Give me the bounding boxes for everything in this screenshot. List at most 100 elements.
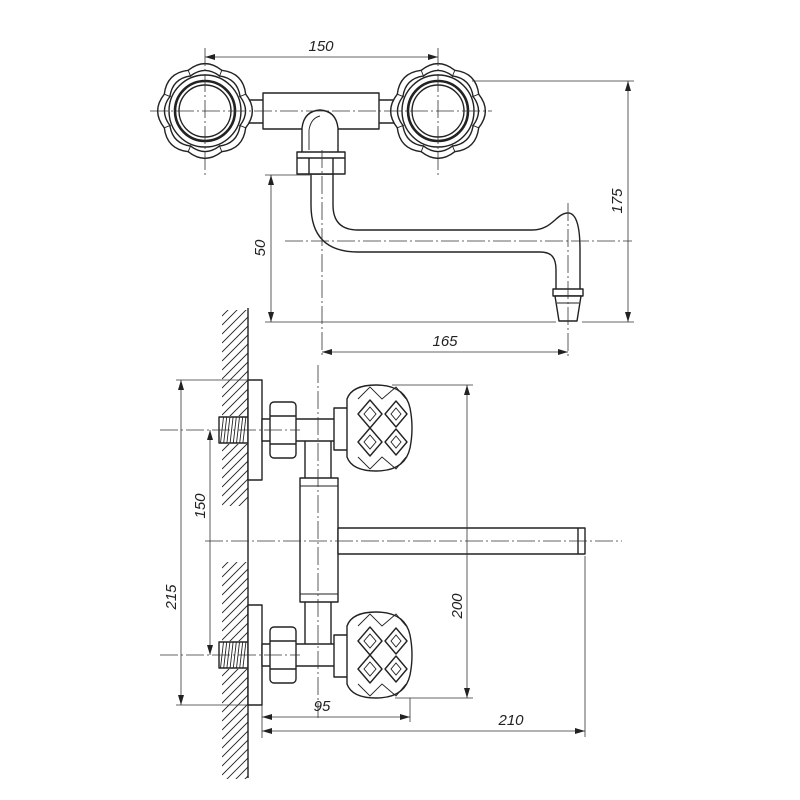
handle-facets xyxy=(164,70,246,152)
handle-crystal-inner xyxy=(363,406,377,422)
wall-hatch-line xyxy=(222,785,248,800)
wall-hatch-line xyxy=(222,613,248,641)
wall-hatch-line xyxy=(222,310,248,317)
wall-hatch-line xyxy=(222,703,248,731)
handle-crystal-inner xyxy=(390,435,402,449)
wall-hatch-line xyxy=(222,685,248,713)
spout-nut xyxy=(296,151,346,175)
handle-facet-line xyxy=(218,70,223,77)
wall-hatch-line xyxy=(222,712,248,740)
wall-hatch-line xyxy=(222,532,248,560)
handle-facet-line xyxy=(164,124,171,129)
handle-crystal-inner xyxy=(390,662,402,676)
handle-crystal-facet xyxy=(384,400,408,428)
handle-crystal-edge xyxy=(357,613,407,627)
wall-hatch-line xyxy=(222,568,248,596)
handle-crystal-inner xyxy=(390,407,402,421)
wall-hatch-line xyxy=(222,460,248,488)
wall-hatch-line xyxy=(222,523,248,551)
handle-crystal-inner xyxy=(363,661,377,677)
mixer-body-side xyxy=(299,477,339,603)
wall-hatch-line xyxy=(222,757,248,779)
wall-hatch-line xyxy=(222,586,248,614)
dim-label-handle-span: 200 xyxy=(449,593,466,620)
wall-hatch-line xyxy=(222,451,248,479)
front-view: 150 175 50 165 xyxy=(150,38,634,357)
wall-hatch-line xyxy=(222,577,248,605)
wall-hatch-line xyxy=(222,559,248,587)
handle-facet-line xyxy=(472,124,479,129)
handle-facet-line xyxy=(239,124,246,129)
handle-facet-line xyxy=(164,93,171,98)
handle-facet-line xyxy=(239,93,246,98)
dim-label-spout-reach: 165 xyxy=(432,333,458,350)
wall-hatching xyxy=(222,310,248,800)
handle-crystal-facet xyxy=(357,654,383,684)
handle-facet-line xyxy=(397,124,404,129)
handle-facet-line xyxy=(218,145,223,152)
spout-dome xyxy=(301,109,339,154)
wall-hatch-line xyxy=(222,343,248,371)
spout-dome-highlight xyxy=(308,115,321,150)
handle-facet-line xyxy=(472,93,479,98)
handle-crystal-facet xyxy=(384,428,408,456)
thread-line xyxy=(229,641,234,669)
wall-hatch-line xyxy=(222,739,248,767)
handle-outline xyxy=(346,384,413,472)
thread-line xyxy=(229,416,234,444)
dim-label-handle-projection: 95 xyxy=(314,698,331,715)
wall-hatch-line xyxy=(222,604,248,632)
handle-facet-line xyxy=(187,145,192,152)
handle-crystal-facet xyxy=(384,627,408,655)
handle-crystal-facet xyxy=(384,655,408,683)
dim-label-spout-projection: 210 xyxy=(497,712,524,729)
handle-facet-line xyxy=(420,145,425,152)
wall-hatch-line xyxy=(222,667,248,695)
wall-hatch-line xyxy=(222,469,248,497)
handle-facet-line xyxy=(451,145,456,152)
wall-hatch-line xyxy=(222,730,248,758)
handle-outline xyxy=(346,611,413,699)
handle-facets xyxy=(397,70,479,152)
handle-facet-line xyxy=(187,70,192,77)
wall-hatch-line xyxy=(222,748,248,776)
handle-crystal-edge xyxy=(357,386,407,400)
wall-hatch-line xyxy=(222,721,248,749)
wall-hatch-line xyxy=(222,514,248,542)
dim-label-inlet-spacing: 150 xyxy=(192,493,209,519)
handle-crystal-facet xyxy=(357,427,383,457)
wall-hatch-line xyxy=(222,694,248,722)
wall-hatch-line xyxy=(222,505,248,533)
wall-hatch-line xyxy=(222,325,248,353)
dim-label-total-height: 175 xyxy=(609,188,626,214)
swivel-spout xyxy=(310,173,581,291)
side-view: 215 150 200 95 210 xyxy=(160,308,622,800)
wall-hatch-line xyxy=(222,334,248,362)
dim-label-spout-drop: 50 xyxy=(252,239,269,256)
wall-hatch-line xyxy=(222,310,248,326)
wall-hatch-line xyxy=(222,676,248,704)
handle-facet-line xyxy=(420,70,425,77)
handle-crystal-edge xyxy=(357,683,407,697)
handle-crystal-inner xyxy=(390,634,402,648)
handle-side-bottom xyxy=(346,611,413,699)
wall-hatch-line xyxy=(222,388,248,416)
handle-crystal-inner xyxy=(363,434,377,450)
handle-side-top xyxy=(346,384,413,472)
wall-hatch-line xyxy=(222,595,248,623)
handle-crystal-inner xyxy=(363,633,377,649)
handle-facet-line xyxy=(397,93,404,98)
dim-label-flange-span: 215 xyxy=(163,584,180,611)
wall-hatch-line xyxy=(222,478,248,506)
wall-hatch-line xyxy=(222,310,248,335)
wall-hatch-line xyxy=(222,370,248,398)
wall-hatch-line xyxy=(222,775,248,779)
dim-label-handle-spacing: 150 xyxy=(308,38,334,55)
wall-hatch-line xyxy=(222,766,248,779)
handle-facet-line xyxy=(451,70,456,77)
wall-hatch-line xyxy=(222,442,248,470)
wall-hatch-line xyxy=(222,379,248,407)
wall-hatch-line xyxy=(222,352,248,380)
handle-crystal-edge xyxy=(357,456,407,470)
